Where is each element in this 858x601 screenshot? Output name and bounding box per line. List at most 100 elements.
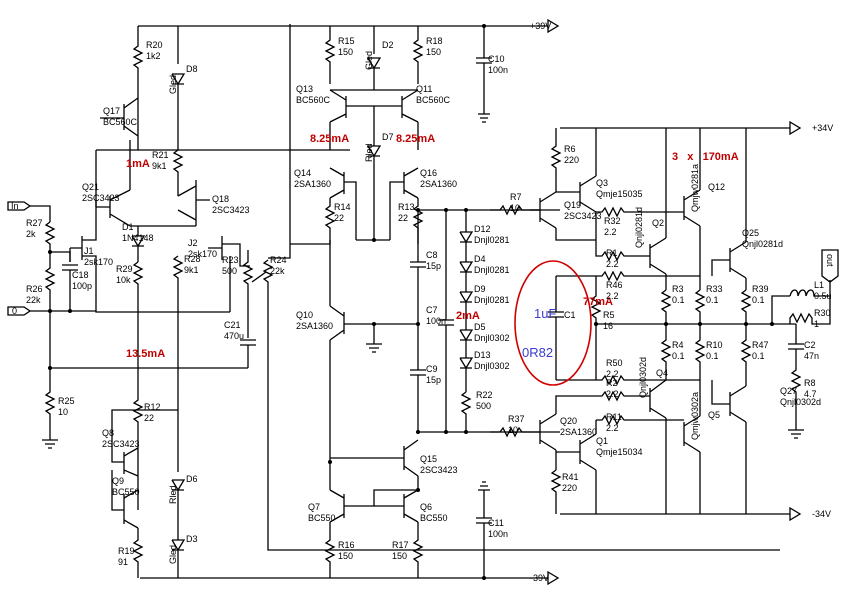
component-value: 2.2: [604, 227, 617, 237]
component-value: 2.2: [606, 291, 619, 301]
component-value: BC560C: [296, 95, 331, 105]
component-value: 2SC3423: [102, 439, 140, 449]
component-ref: C8: [426, 250, 438, 260]
component-value: Gled: [168, 75, 178, 94]
component-ref: R3: [672, 284, 684, 294]
component-ref: C2: [804, 340, 816, 350]
component-ref: Q14: [294, 168, 311, 178]
component-value: 2SC3423: [564, 211, 602, 221]
component-value: 22: [334, 213, 344, 223]
rail-label-neg34: -34V: [812, 509, 831, 519]
component-ref: Q3: [596, 178, 608, 188]
current-label-7: 3 x 170mA: [672, 151, 739, 163]
component-ref: D7: [382, 132, 394, 142]
component-value: 2SC3423: [82, 193, 120, 203]
component-ref: R32: [604, 216, 621, 226]
component-ref: D9: [474, 284, 486, 294]
component-ref: D3: [186, 534, 198, 544]
component-value: Qmjw0281a: [690, 164, 700, 212]
component-ref: C7: [426, 305, 438, 315]
component-value: 2.2: [606, 259, 619, 269]
rail-labels: +39V +34V -34V -39V In 0 out: [11, 21, 835, 583]
component-label-c1: C1: [564, 310, 576, 320]
component-value: BC560C: [416, 95, 451, 105]
component-ref: D8: [186, 64, 198, 74]
vas-stage: [290, 24, 560, 580]
component-ref: D12: [474, 224, 491, 234]
component-value: 16: [603, 321, 613, 331]
component-value: Dnjl0281: [474, 235, 510, 245]
rail-label-neg39: -39V: [530, 573, 549, 583]
component-ref: D4: [474, 254, 486, 264]
component-label-r1: R12.2: [606, 248, 619, 269]
component-value: 10: [58, 407, 68, 417]
current-label-1: 1mA: [126, 158, 150, 170]
component-value: 2.2: [606, 369, 619, 379]
component-value: Dnjl0302: [474, 333, 510, 343]
component-ref: C1: [564, 310, 576, 320]
port-label-in: In: [11, 201, 19, 211]
component-ref: R37: [508, 414, 525, 424]
component-ref: R20: [146, 40, 163, 50]
component-ref: R2: [606, 378, 618, 388]
component-ref: C9: [426, 364, 438, 374]
component-ref: Q10: [296, 310, 313, 320]
component-ref: R33: [706, 284, 723, 294]
component-value: 2.2: [606, 389, 619, 399]
component-value: Qnjl0302d: [780, 397, 821, 407]
component-value: 22: [398, 213, 408, 223]
component-value: BC550: [420, 513, 448, 523]
component-ref: Q25: [742, 228, 759, 238]
component-value: 2.2: [606, 423, 619, 433]
component-ref: R12: [144, 402, 161, 412]
component-ref: R4: [672, 340, 684, 350]
component-ref: R50: [606, 358, 623, 368]
component-value: 100n: [488, 65, 508, 75]
component-ref: J1: [84, 246, 94, 256]
component-label-r3: R30.1: [672, 284, 685, 305]
port-label-gnd: 0: [12, 306, 17, 316]
component-ref: J2: [188, 238, 198, 248]
current-label-3: 8.25mA: [310, 133, 349, 145]
component-label-r4: R40.1: [672, 340, 685, 361]
component-value: 2SA1360: [296, 321, 333, 331]
component-value: 15p: [426, 375, 441, 385]
component-value: 470u: [224, 331, 244, 341]
component-ref: R8: [804, 378, 816, 388]
component-ref: D6: [186, 474, 198, 484]
component-value: 150: [338, 47, 353, 57]
component-value: Gled: [364, 51, 374, 70]
component-ref: R39: [752, 284, 769, 294]
